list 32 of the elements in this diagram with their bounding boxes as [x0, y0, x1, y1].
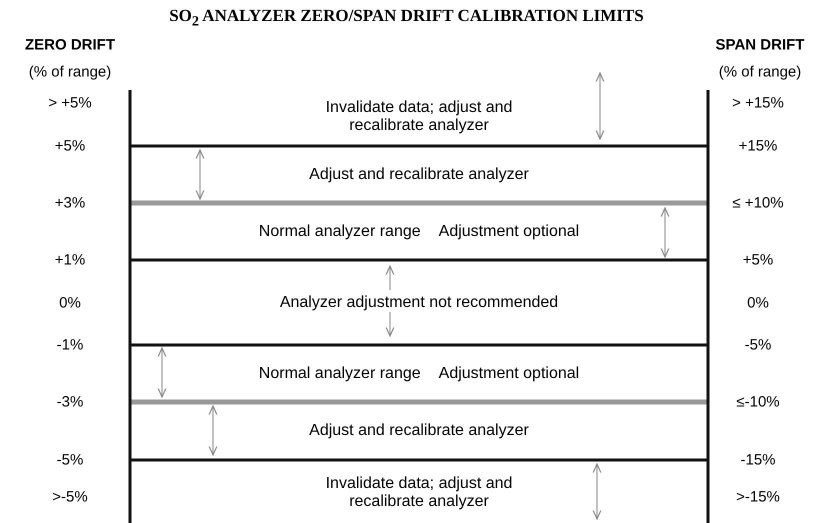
band-text: Invalidate data; adjust and recalibrate analyzer [324, 474, 514, 510]
band-text: Analyzer adjustment not recommended [280, 294, 558, 312]
drift-value: >-5% [52, 488, 88, 506]
drift-value: -5% [56, 452, 84, 468]
drift-value: +3% [54, 194, 86, 212]
drift-value: 0% [59, 294, 81, 312]
drift-value: +5% [742, 252, 774, 268]
drift-value: +15% [738, 138, 778, 154]
chart-title: SO$_{2}$ ANALYZER ZERO/SPAN DRIFT CALIBRATION LIMITS [168, 6, 645, 30]
drift-value: +1% [54, 252, 86, 268]
drift-value: -3% [56, 394, 84, 410]
band-text: Invalidate data; adjust and recalibrate analyzer [324, 99, 514, 135]
band-text: Normal analyzer range [258, 364, 421, 382]
drift-value: > +5% [48, 94, 92, 112]
axis-unit: (% of range) [28, 64, 112, 80]
drift-value: -5% [744, 336, 772, 354]
axis-heading: ZERO DRIFT [25, 36, 115, 54]
drift-value: +5% [54, 138, 86, 154]
band-text: Normal analyzer range [258, 222, 421, 240]
axis-heading: SPAN DRIFT [716, 36, 804, 54]
drift-value: -1% [56, 336, 84, 354]
drift-value: ≤-10% [736, 394, 780, 410]
band-text: Adjust and recalibrate analyzer [309, 422, 529, 440]
drift-value: >-15% [736, 488, 780, 506]
band-text: Adjustment optional [438, 364, 580, 382]
band-text: Adjustment optional [438, 222, 580, 240]
axis-unit: (% of range) [718, 64, 802, 80]
drift-value: 0% [747, 294, 769, 312]
drift-value: -15% [740, 452, 776, 468]
band-text: Adjust and recalibrate analyzer [309, 166, 529, 184]
drift-value: > +15% [732, 94, 784, 112]
drift-value: ≤ +10% [732, 194, 784, 212]
